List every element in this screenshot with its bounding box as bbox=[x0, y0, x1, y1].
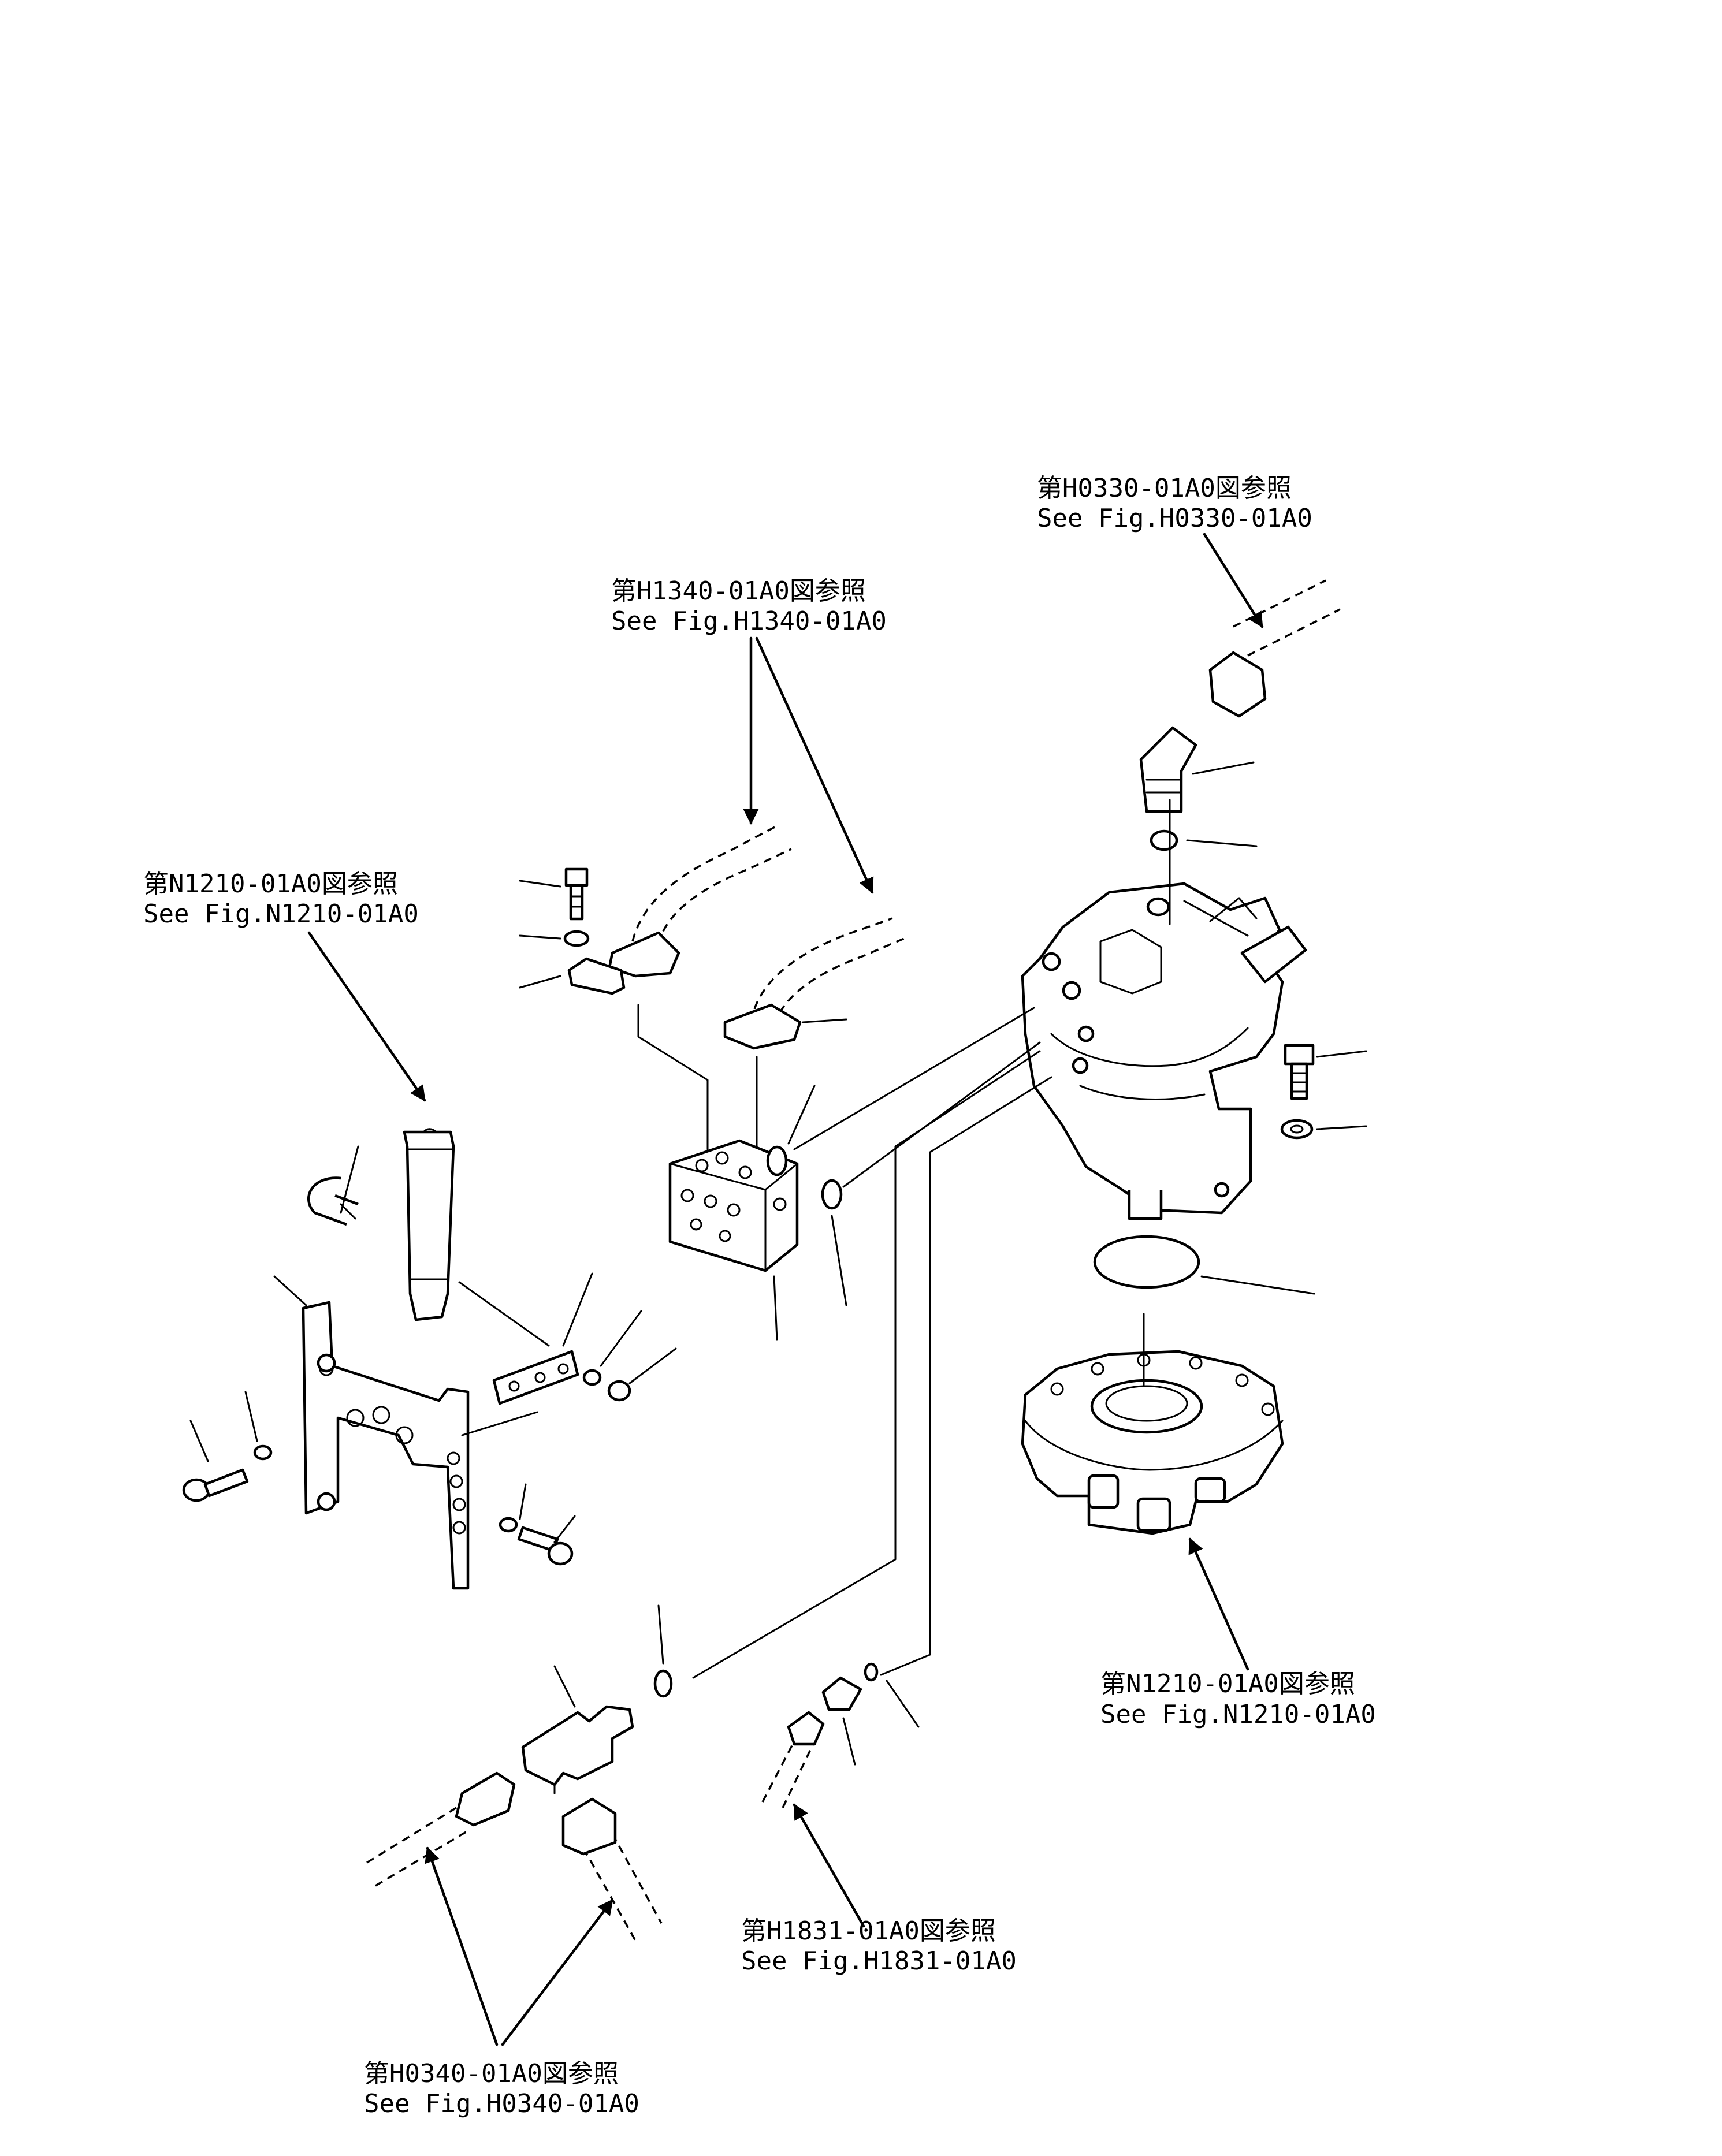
assembly-guide-lines bbox=[637, 799, 1171, 1679]
clamp-plate bbox=[492, 1350, 631, 1405]
swing-machinery-housing bbox=[1021, 1350, 1284, 1535]
ref-h1831-en: See Fig.H1831-01A0 bbox=[741, 1946, 1017, 1976]
ref-n1210-right-en: See Fig.N1210-01A0 bbox=[1100, 1700, 1376, 1729]
large-o-ring bbox=[1093, 1235, 1200, 1289]
pipes-h1340 bbox=[608, 825, 905, 1050]
ref-n1210-right-jp: 第N1210-01A0図参照 bbox=[1100, 1669, 1355, 1699]
manifold-block bbox=[668, 1139, 799, 1272]
ref-h0340-en: See Fig.H0340-01A0 bbox=[364, 2089, 639, 2118]
reference-arrows bbox=[307, 533, 1264, 2046]
tee-fitting bbox=[521, 1669, 673, 1794]
manifold-o-ring-2 bbox=[821, 1179, 843, 1210]
ref-h0330-en: See Fig.H0330-01A0 bbox=[1037, 504, 1312, 533]
ref-n1210-left-jp: 第N1210-01A0図参照 bbox=[143, 869, 398, 899]
ref-label-h0330: 第H0330-01A0図参照 See Fig.H0330-01A0 bbox=[1037, 474, 1312, 533]
ref-label-h1340: 第H1340-01A0図参照 See Fig.H1340-01A0 bbox=[611, 576, 887, 636]
ref-h0330-jp: 第H0330-01A0図参照 bbox=[1037, 474, 1292, 503]
accumulator-cylinder bbox=[403, 1128, 455, 1321]
ref-label-n1210-right: 第N1210-01A0図参照 See Fig.N1210-01A0 bbox=[1100, 1669, 1376, 1729]
hose-h0330 bbox=[1139, 579, 1341, 851]
hose-h1831 bbox=[761, 1662, 879, 1808]
ref-n1210-left-en: See Fig.N1210-01A0 bbox=[143, 899, 419, 929]
ref-label-h1831: 第H1831-01A0図参照 See Fig.H1831-01A0 bbox=[741, 1916, 1017, 1976]
ref-h1340-jp: 第H1340-01A0図参照 bbox=[611, 576, 866, 606]
ref-h0340-jp: 第H0340-01A0図参照 bbox=[364, 2059, 619, 2088]
hose-h0340 bbox=[366, 1771, 663, 1941]
motor-bolt-right bbox=[1280, 1044, 1315, 1140]
u-bolt bbox=[307, 1176, 359, 1226]
swing-motor bbox=[1021, 882, 1307, 1220]
bracket-bolts bbox=[182, 1444, 574, 1566]
flange-bolt-set bbox=[563, 867, 626, 995]
mounting-bracket bbox=[302, 1301, 470, 1590]
ref-h1831-jp: 第H1831-01A0図参照 bbox=[741, 1916, 996, 1946]
ref-label-n1210-left: 第N1210-01A0図参照 See Fig.N1210-01A0 bbox=[143, 869, 419, 929]
ref-h1340-en: See Fig.H1340-01A0 bbox=[611, 606, 887, 636]
manifold-o-ring-1 bbox=[766, 1145, 788, 1176]
ref-label-h0340: 第H0340-01A0図参照 See Fig.H0340-01A0 bbox=[364, 2059, 639, 2118]
leader-lines bbox=[189, 761, 1367, 1766]
